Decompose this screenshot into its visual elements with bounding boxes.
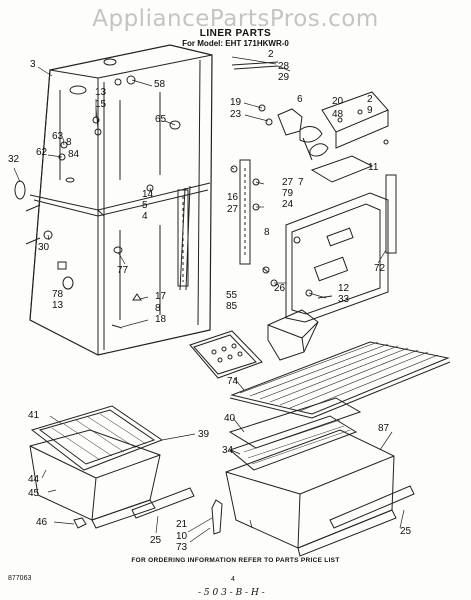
callout-label: 8 <box>66 137 72 148</box>
callout-label: 2 <box>367 94 373 105</box>
callout-label: 32 <box>8 154 20 165</box>
callout-label: 8 <box>155 303 161 314</box>
callout-label: 87 <box>378 423 390 434</box>
callout-label: 10 <box>176 531 188 542</box>
document-code: 877063 <box>8 575 32 582</box>
crisper-drawer-right <box>226 430 396 556</box>
callout-label: 21 <box>176 519 188 530</box>
callout-label: 4 <box>142 211 148 222</box>
callout-label: 13 <box>52 300 64 311</box>
callout-label: 17 <box>155 291 167 302</box>
callout-label: 73 <box>176 542 188 553</box>
callout-label: 45 <box>28 488 40 499</box>
callout-label: 79 <box>282 188 294 199</box>
ice-tray-and-bin <box>190 310 318 378</box>
shelf-rails <box>178 160 269 286</box>
callout-label: 11 <box>368 162 379 173</box>
callout-label: 18 <box>155 314 167 325</box>
callout-label: 40 <box>224 413 236 424</box>
callout-label: 48 <box>332 109 344 120</box>
callout-label: 63 <box>52 131 64 142</box>
crisper-cover-right <box>230 398 360 470</box>
callout-label: 16 <box>227 192 239 203</box>
callout-label: 6 <box>297 94 303 105</box>
callout-label: 19 <box>230 97 242 108</box>
callout-label: 25 <box>400 526 412 537</box>
callout-label: 84 <box>68 149 80 160</box>
liner-cabinet <box>15 45 278 355</box>
slide-rails <box>132 486 414 534</box>
callout-label: 78 <box>52 289 64 300</box>
leader-lines <box>14 57 404 542</box>
crisper-cover-left <box>32 406 162 470</box>
callout-label: 30 <box>38 242 50 253</box>
callout-label: 44 <box>28 474 40 485</box>
handwritten-mark: - 5 0 3 - B - H - <box>198 588 265 598</box>
callout-label: 5 <box>142 200 148 211</box>
ordering-note: FOR ORDERING INFORMATION REFER TO PARTS … <box>131 557 340 564</box>
callout-label: 8 <box>264 227 270 238</box>
callout-label: 20 <box>332 96 344 107</box>
callout-label: 13 <box>95 87 107 98</box>
callout-label: 58 <box>154 79 166 90</box>
callout-label: 15 <box>95 99 107 110</box>
control-housing-assembly <box>259 92 396 253</box>
callout-label: 46 <box>36 517 48 528</box>
callout-label: 12 <box>338 283 350 294</box>
callout-label: 25 <box>150 535 162 546</box>
callout-label: 28 <box>278 61 290 72</box>
callout-label: 65 <box>155 114 167 125</box>
callout-label: 24 <box>282 199 294 210</box>
callout-label: 27 <box>282 177 294 188</box>
callout-label: 14 <box>142 189 154 200</box>
callout-label: 34 <box>222 445 234 456</box>
air-duct-panel <box>263 193 388 322</box>
callout-label: 72 <box>374 263 386 274</box>
callout-label: 23 <box>230 109 242 120</box>
callout-label: 55 <box>226 290 238 301</box>
callout-label: 85 <box>226 301 238 312</box>
callout-label: 29 <box>278 72 290 83</box>
callout-label: 2 <box>268 49 274 60</box>
callout-label: 33 <box>338 294 350 305</box>
page-title: LINER PARTS <box>199 28 272 39</box>
model-subtitle: For Model: EHT 171HKWR-0 <box>182 39 289 48</box>
callout-label: 62 <box>36 147 48 158</box>
callout-label: 41 <box>28 410 40 421</box>
callout-label: 39 <box>198 429 210 440</box>
callout-label: 3 <box>30 59 36 70</box>
callout-label: 77 <box>117 265 129 276</box>
callout-label: 74 <box>227 376 239 387</box>
page-number: 4 <box>231 576 235 583</box>
callout-label: 26 <box>274 283 286 294</box>
callout-label: 9 <box>367 105 373 116</box>
callout-label: 7 <box>298 177 304 188</box>
crisper-drawer-left <box>30 430 160 528</box>
wire-shelf <box>230 342 450 418</box>
callout-label: 27 <box>227 204 239 215</box>
